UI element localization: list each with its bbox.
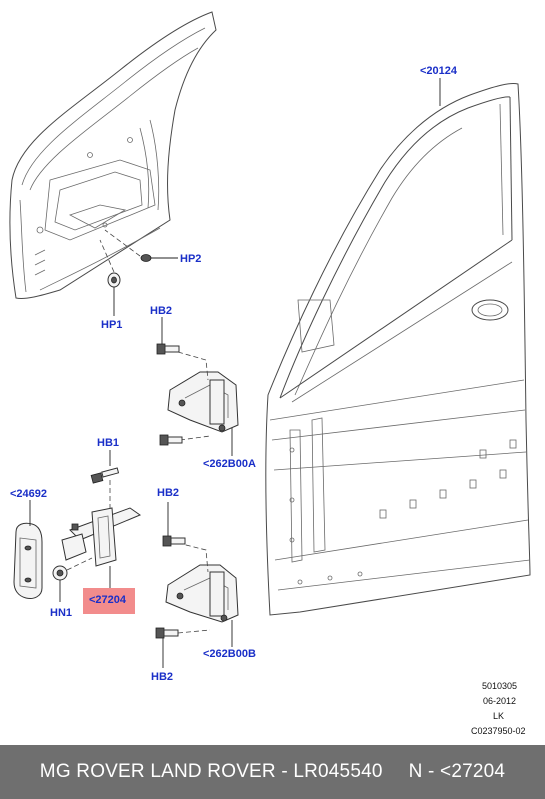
hb2-upper-hinge-bolt bbox=[159, 434, 183, 446]
callout-262b00b: <262B00B bbox=[203, 648, 256, 660]
callout-hb2-mid: HB2 bbox=[157, 487, 179, 499]
callout-hn1: HN1 bbox=[50, 607, 72, 619]
highlight-27204 bbox=[83, 588, 135, 614]
upper-hinge bbox=[167, 351, 239, 456]
callout-24692: <24692 bbox=[10, 488, 47, 500]
door-check-strap bbox=[61, 450, 142, 592]
front-door-assembly bbox=[265, 78, 531, 616]
callout-hb2-bottom: HB2 bbox=[151, 671, 173, 683]
hb1-bolt bbox=[90, 467, 120, 484]
hb2-top-bolt bbox=[156, 317, 180, 355]
body-shell-door-opening bbox=[9, 11, 217, 299]
hp2-plug bbox=[104, 229, 178, 262]
meta-code: LK bbox=[493, 711, 504, 721]
hp1-plug bbox=[99, 239, 121, 316]
lower-hinge bbox=[165, 542, 239, 647]
callout-hb2-top: HB2 bbox=[150, 305, 172, 317]
meta-date: 06-2012 bbox=[483, 696, 516, 706]
callout-hb1: HB1 bbox=[97, 437, 119, 449]
callout-262b00a: <262B00A bbox=[203, 458, 256, 470]
parts-diagram: <20124 HP2 HP1 HB2 <262B00A HB1 <24692 H… bbox=[9, 11, 531, 736]
meta-illustration-id: C0237950-02 bbox=[471, 726, 526, 736]
callout-20124: <20124 bbox=[420, 65, 458, 77]
callout-hp2: HP2 bbox=[180, 253, 201, 265]
footer-bar: MG ROVER LAND ROVER - LR045540 N - <2720… bbox=[0, 745, 545, 799]
callout-hp1: HP1 bbox=[101, 319, 122, 331]
hn1-nut bbox=[52, 557, 93, 602]
hb2-lower-hinge-bolt bbox=[162, 502, 186, 547]
grommet-24692 bbox=[13, 500, 43, 599]
footer-brand-part: MG ROVER LAND ROVER - LR045540 bbox=[39, 761, 383, 782]
hb2-bottom-bolt bbox=[155, 627, 179, 668]
meta-drawing-number: 5010305 bbox=[482, 681, 517, 691]
footer-reference: N - <27204 bbox=[408, 761, 506, 782]
callout-27204: <27204 bbox=[89, 594, 127, 606]
